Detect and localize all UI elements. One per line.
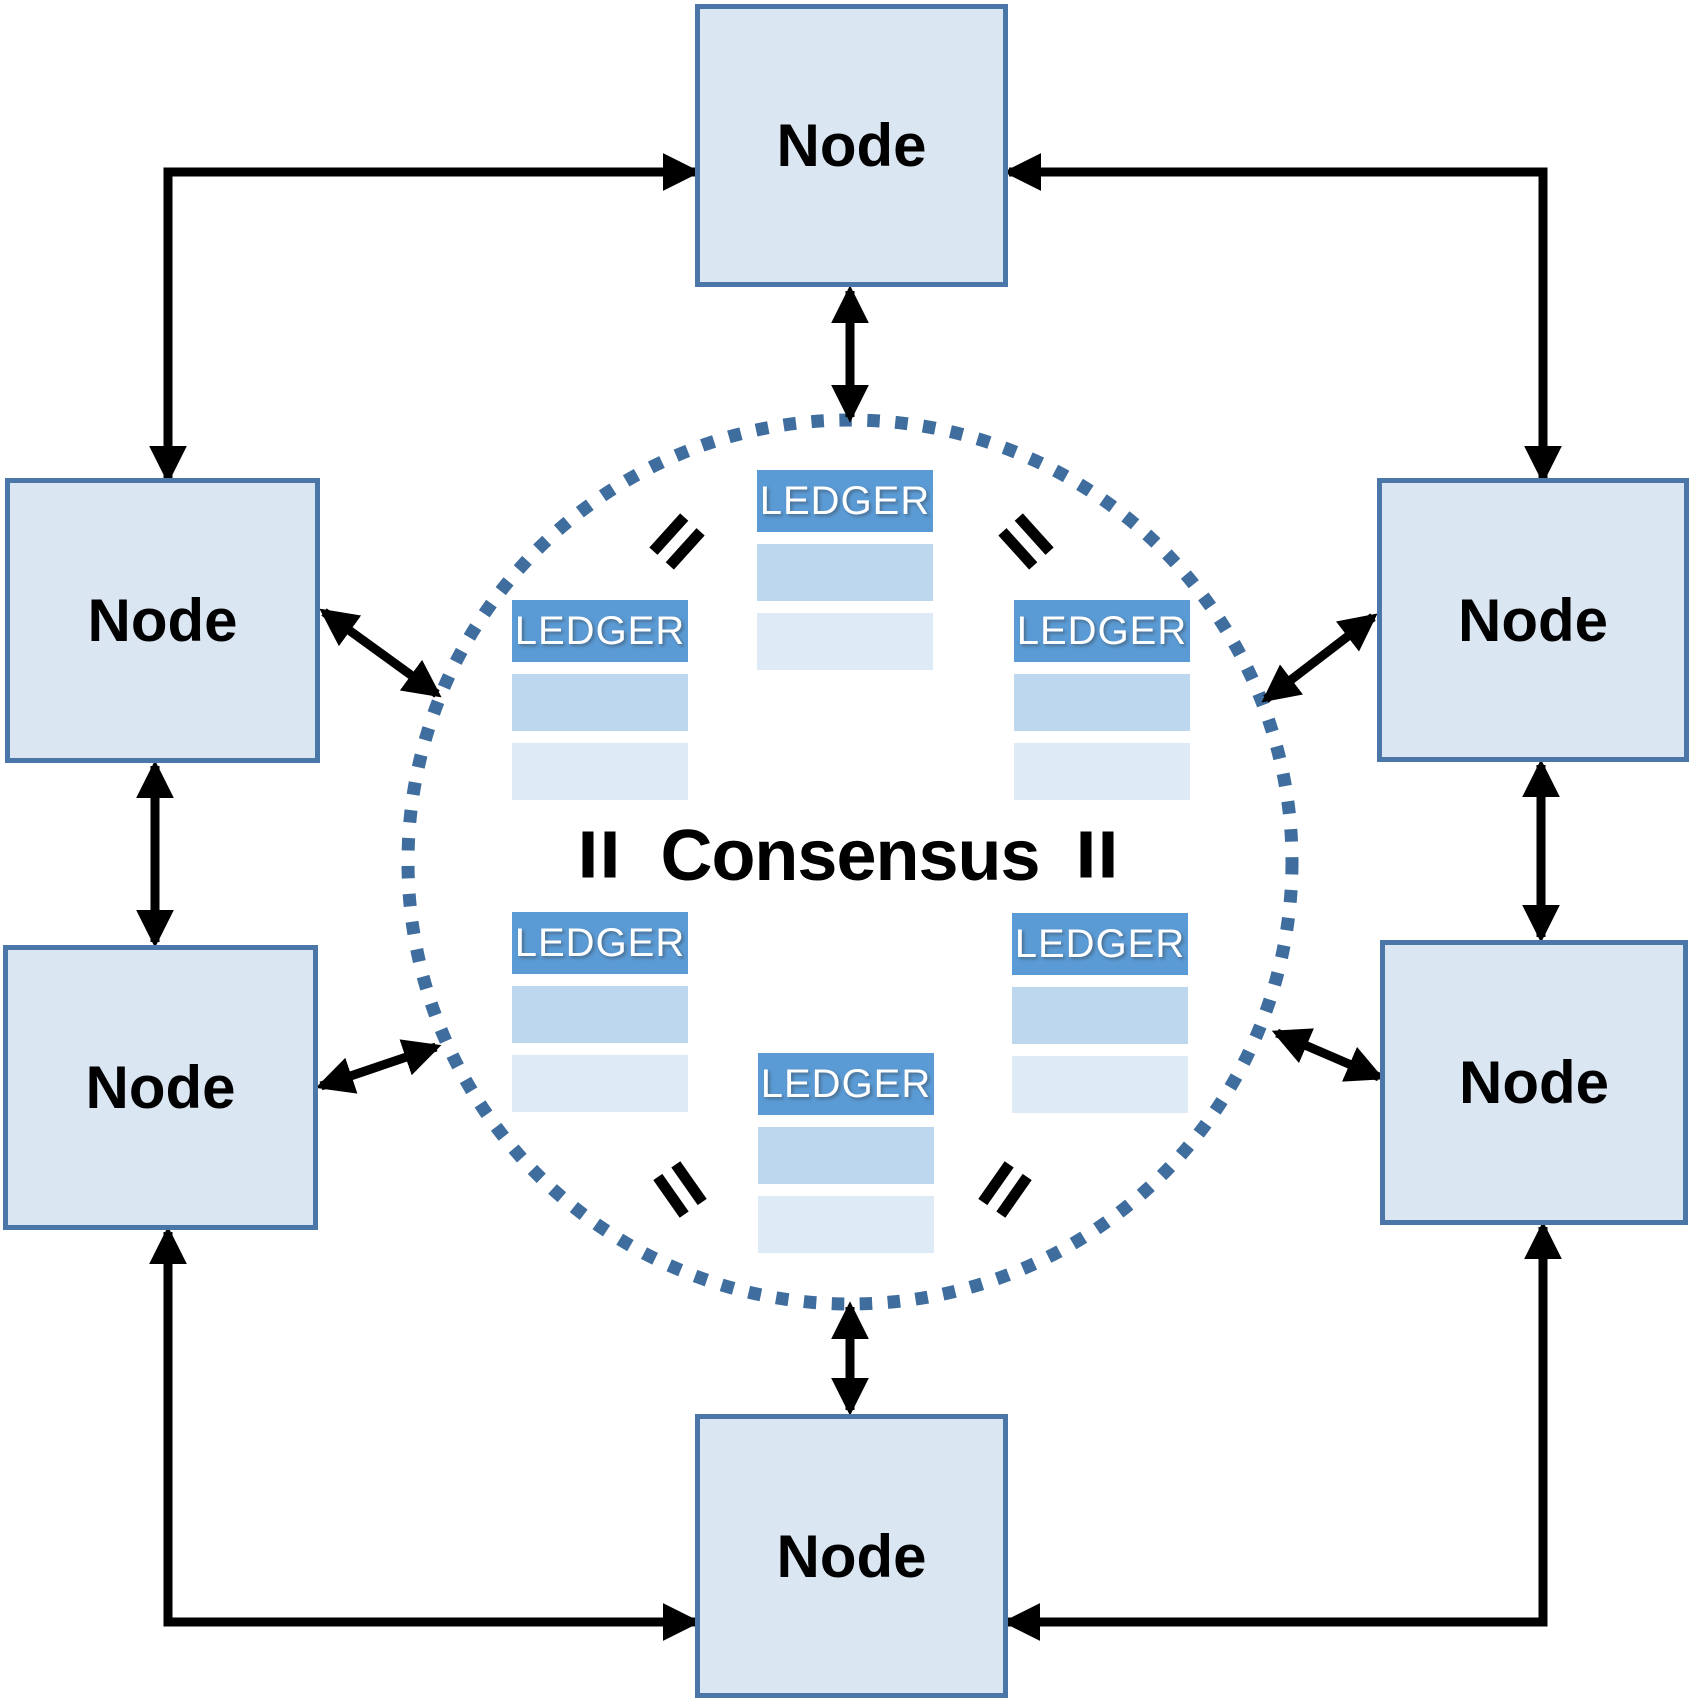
ledger-header: LEDGER — [512, 912, 688, 974]
ledger-row — [512, 674, 688, 731]
ledger-row — [758, 1196, 934, 1253]
ledger-row — [512, 743, 688, 800]
arrow-lower-left-node-circle — [315, 1039, 442, 1094]
node-bottom: Node — [695, 1414, 1008, 1698]
ledger-header: LEDGER — [1012, 913, 1188, 975]
ledger-row — [757, 544, 933, 601]
ledger-left-lower: LEDGER — [512, 912, 688, 1112]
ledger-row — [1014, 743, 1190, 800]
ledger-header: LEDGER — [758, 1053, 934, 1115]
consensus-label: Consensus — [660, 816, 1040, 896]
ledger-row — [512, 986, 688, 1043]
node-lower-left: Node — [3, 945, 318, 1230]
ledger-bottom-center: LEDGER — [758, 1053, 934, 1253]
node-top: Node — [695, 4, 1008, 287]
ledger-row — [1012, 1056, 1188, 1113]
node-upper-left: Node — [5, 478, 320, 763]
arrow-upper-left-node-circle — [319, 608, 442, 698]
equals-icon-middle-right — [1081, 832, 1114, 878]
arrow-lower-right-node-circle — [1271, 1028, 1385, 1082]
ledger-right-lower: LEDGER — [1012, 913, 1188, 1113]
ledger-row — [1014, 674, 1190, 731]
arrow-top-right-elbow — [1003, 153, 1562, 484]
arrow-bottom-left-elbow — [149, 1226, 701, 1641]
node-upper-right: Node — [1377, 478, 1689, 762]
ledger-left-upper: LEDGER — [512, 600, 688, 800]
ledger-row — [757, 613, 933, 670]
ledger-header: LEDGER — [512, 600, 688, 662]
equals-icon-middle-left — [583, 832, 616, 878]
ledger-top-center: LEDGER — [757, 470, 933, 670]
ledger-row — [512, 1055, 688, 1112]
node-lower-right: Node — [1380, 940, 1688, 1225]
ledger-row — [1012, 987, 1188, 1044]
arrow-top-left-elbow — [149, 153, 701, 484]
ledger-header: LEDGER — [757, 470, 933, 532]
ledger-row — [758, 1127, 934, 1184]
ledger-header: LEDGER — [1014, 600, 1190, 662]
arrow-bottom-right-elbow — [1002, 1221, 1562, 1641]
ledger-right-upper: LEDGER — [1014, 600, 1190, 800]
arrow-upper-right-node-circle — [1261, 613, 1378, 703]
